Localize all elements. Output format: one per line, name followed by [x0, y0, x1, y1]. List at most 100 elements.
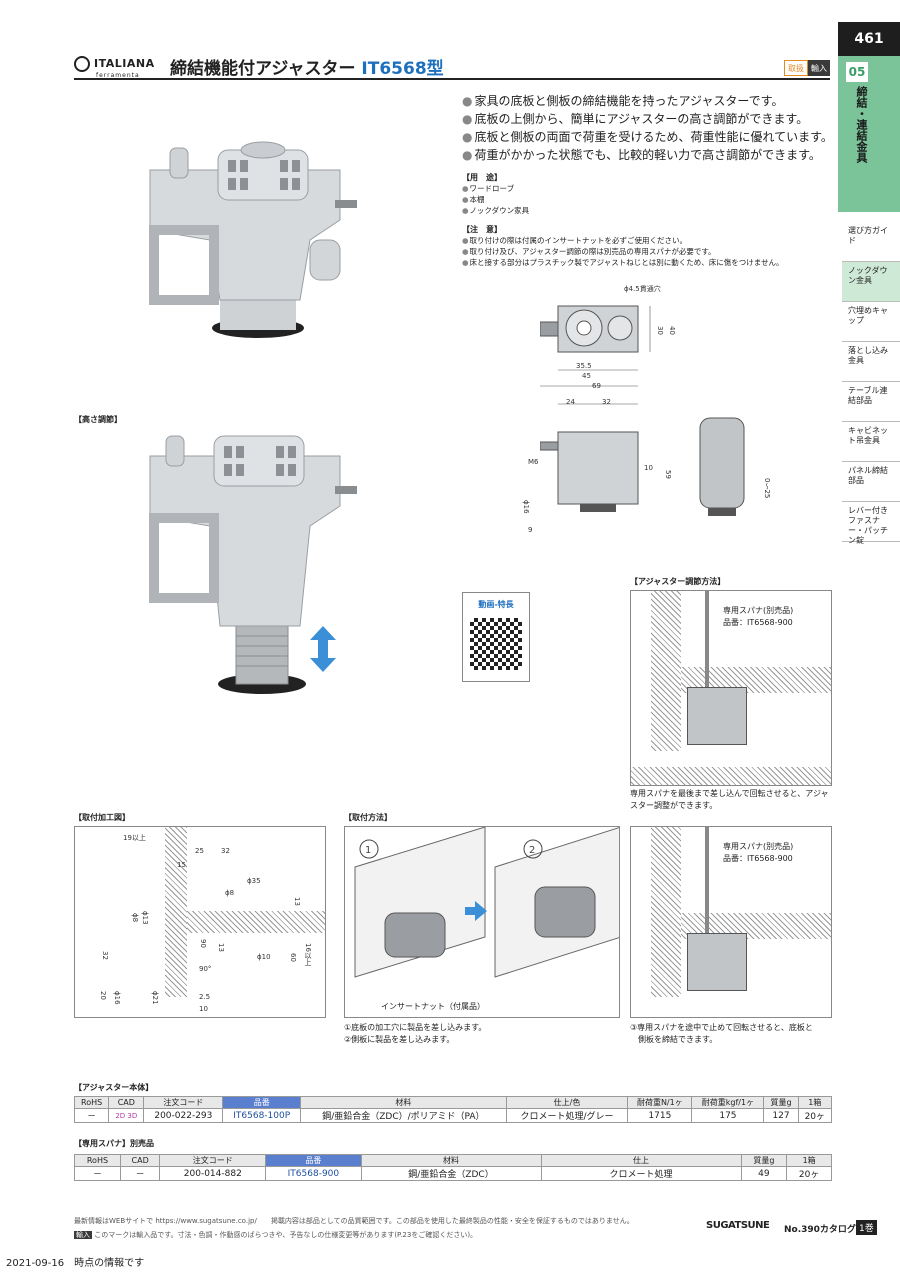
cad-badge[interactable]: 2D 3D [108, 1108, 145, 1123]
side-index-item[interactable]: 落とし込み金具 [842, 342, 900, 382]
dim-m6: M6 [528, 458, 539, 466]
side-index-item[interactable]: 選び方ガイド [842, 222, 900, 262]
table1-header: 質量g [763, 1096, 799, 1109]
table1-header: 耐荷重kgf/1ヶ [691, 1096, 765, 1109]
spanner-spec-table: RoHS CAD 注文コード 品番 材料 仕上 質量g 1箱 － － 200-0… [74, 1154, 832, 1181]
order-code: 200-014-882 [159, 1166, 267, 1181]
dim-phi16: ϕ16 [522, 500, 530, 514]
table2-header: RoHS [74, 1154, 121, 1167]
table1-header: RoHS [73, 1096, 110, 1109]
table2-header: 仕上 [540, 1154, 742, 1167]
side-index: 選び方ガイド ノックダウン金具 穴埋めキャップ 落とし込み金具 テーブル連結部品… [842, 222, 900, 545]
side-index-item[interactable]: パネル締結部品 [842, 462, 900, 502]
chapter-tab[interactable]: 05 締結・連結金具 [838, 56, 900, 212]
usage-list: ワードローブ 本棚 ノックダウン家具 [462, 183, 530, 216]
brand-sub: ferramenta [96, 72, 140, 79]
machining-dim: ϕ13 [141, 911, 149, 925]
install-label: 【取付方法】 [344, 813, 392, 822]
install-caption-1: ①底板の加工穴に製品を差し込みます。 [344, 1023, 487, 1032]
caution-list: 取り付けの際は付属のインサートナットを必ずご使用ください。 取り付け及び、アジャ… [462, 235, 832, 268]
adjust-method-figure: 専用スパナ(別売品) 品番：IT6568-900 [630, 590, 832, 786]
video-qr-card[interactable]: 動画-特長 [462, 592, 530, 682]
machining-drawing: 19以上 25 32 15 ϕ35 ϕ8 ϕ8 ϕ13 13 32 90 13 … [74, 826, 326, 1018]
machining-dim: 10 [199, 1005, 208, 1013]
qr-code-icon[interactable] [470, 618, 522, 670]
table2-cell: － [119, 1166, 161, 1181]
table2-header: 質量g [740, 1154, 788, 1167]
dim-24: 24 [566, 398, 575, 406]
dim-59: 59 [664, 470, 672, 479]
side-index-item[interactable]: レバー付きファスナー・パッチン錠 [842, 502, 900, 545]
spanner-part: 品番：IT6568-900 [723, 618, 793, 627]
machining-label: 【取付加工図】 [74, 813, 130, 822]
machining-dim: 32 [221, 847, 230, 855]
table1-header: 品番 [222, 1096, 302, 1109]
dim-10: 10 [644, 464, 653, 472]
insert-nut-label: インサートナット（付属品） [381, 1002, 485, 1011]
dim-32: 32 [602, 398, 611, 406]
caution-item: 床と接する部分はプラスチック製でアジャストねじとは別に動くため、床に傷をつけませ… [462, 257, 832, 268]
dim-35-5: 35.5 [576, 362, 592, 370]
table2-cell: 20ヶ [786, 1166, 832, 1181]
side-index-item[interactable]: キャビネット吊金具 [842, 422, 900, 462]
table1-cell: － [73, 1108, 110, 1123]
table2-header: 品番 [265, 1154, 362, 1167]
footer-note-2: 輸入 このマークは輸入品です。寸法・色調・作動感のばらつきや、予告なしの仕様変更… [74, 1230, 477, 1240]
install-caption-2: ②側板に製品を差し込みます。 [344, 1035, 455, 1044]
step3-caption-1: ③専用スパナを途中で止めて回転させると、底板と [630, 1023, 813, 1032]
brand-logo: ITALIANA ferramenta [74, 56, 155, 79]
product-photo-extended [149, 435, 357, 694]
table1-header: 材料 [300, 1096, 507, 1109]
table1-header: 仕上/色 [505, 1096, 629, 1109]
order-code: 200-022-293 [143, 1108, 224, 1123]
table2-header: 材料 [360, 1154, 542, 1167]
table1-cell: クロメート処理/グレー [505, 1108, 629, 1123]
table-row: － 2D 3D 200-022-293 IT6568-100P 鋼/亜鉛合金（Z… [73, 1108, 833, 1123]
table1-heading: 【アジャスター本体】 [74, 1083, 154, 1092]
side-view-drawing [540, 403, 745, 516]
part-number: IT6568-100P [222, 1108, 302, 1123]
part-number: IT6568-900 [265, 1166, 362, 1181]
table2-cell: 鋼/亜鉛合金（ZDC） [360, 1166, 542, 1181]
table-row: － － 200-014-882 IT6568-900 鋼/亜鉛合金（ZDC） ク… [74, 1166, 832, 1181]
step3-caption-2: 側板を締結できます。 [638, 1035, 718, 1044]
usage-item: 本棚 [462, 194, 529, 205]
title-prefix: 締結機能付アジャスター [170, 59, 356, 79]
usage-item: ノックダウン家具 [462, 205, 530, 216]
machining-dim: ϕ8 [131, 913, 139, 923]
feature-list: 家具の底板と側板の締結機能を持ったアジャスターです。 底板の上側から、簡単にアジ… [462, 92, 838, 164]
maker-logo: SUGATSUNE [706, 1220, 770, 1231]
footer-note-1: 最新情報はWEBサイトで https://www.sugatsune.co.jp… [74, 1217, 634, 1225]
machining-dim: 16以上 [304, 943, 312, 966]
page-title: 締結機能付アジャスター IT6568型 [170, 54, 444, 79]
side-index-item[interactable]: テーブル連結部品 [842, 382, 900, 422]
video-label: 動画-特長 [478, 600, 514, 609]
machining-dim: 15 [177, 861, 186, 869]
import-tag: 輸入 [808, 60, 830, 76]
table2-cell: クロメート処理 [540, 1166, 742, 1181]
title-rule [74, 78, 830, 80]
machining-dim: 32 [101, 951, 109, 960]
brand-mark-icon [74, 56, 90, 72]
footer-note-text: このマークは輸入品です。寸法・色調・作動感のばらつきや、予告なしの仕様変更等があ… [94, 1231, 478, 1239]
machining-dim: 90° [199, 965, 212, 973]
step3-figure: 専用スパナ(別売品) 品番：IT6568-900 [630, 826, 832, 1018]
caution-item: 取り付けの際は付属のインサートナットを必ずご使用ください。 [462, 235, 832, 246]
handling-tag: 取扱 [784, 60, 808, 76]
dim-range: 0～25 [763, 478, 771, 499]
table1-header: 1箱 [797, 1096, 833, 1109]
caution-heading: 【注 意】 [462, 225, 502, 234]
machining-dim: ϕ16 [113, 991, 121, 1005]
side-index-item-active[interactable]: ノックダウン金具 [842, 262, 900, 302]
title-model: IT6568型 [361, 59, 444, 79]
machining-dim: 19以上 [123, 834, 146, 842]
side-index-item[interactable]: 穴埋めキャップ [842, 302, 900, 342]
dim-40: 40 [668, 326, 676, 335]
usage-heading: 【用 途】 [462, 173, 502, 182]
machining-dim: ϕ21 [151, 991, 159, 1005]
page-number: 461 [838, 22, 900, 56]
spanner-label-2: 専用スパナ(別売品) [723, 842, 794, 851]
table1-header: CAD [108, 1096, 145, 1109]
chapter-number: 05 [846, 62, 868, 82]
footer-import-tag: 輸入 [74, 1231, 92, 1239]
